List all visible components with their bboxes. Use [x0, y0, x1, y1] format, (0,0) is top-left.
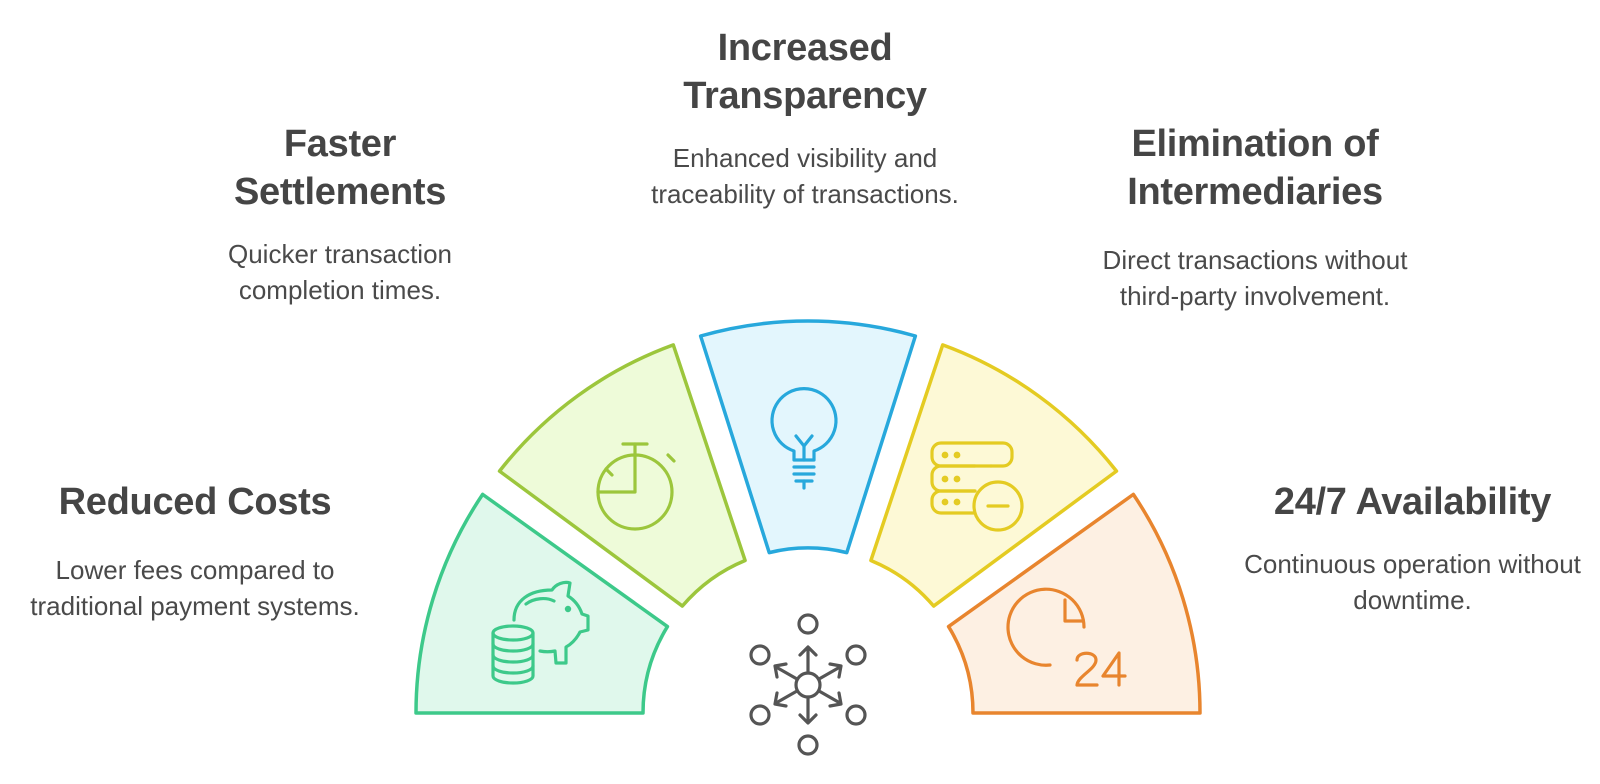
benefit-increased-transparency: Increased Transparency Enhanced visibili…	[620, 24, 990, 212]
benefit-description: Enhanced visibility and traceability of …	[651, 143, 959, 209]
benefit-title: Increased Transparency	[620, 24, 990, 120]
benefit-description: Continuous operation without downtime.	[1244, 549, 1581, 615]
benefit-title-line: Elimination of	[1131, 123, 1379, 165]
benefit-title-line: Faster	[283, 123, 397, 165]
benefit-title-line: Settlements	[233, 171, 447, 213]
server-remove-icon	[930, 441, 1024, 532]
benefit-title: Faster Settlements	[190, 120, 490, 216]
lightbulb-icon	[770, 387, 838, 490]
segment-faster-settlements	[497, 343, 747, 608]
clock-24-icon	[1006, 587, 1127, 687]
benefit-description: Lower fees compared to traditional payme…	[30, 555, 360, 621]
benefit-faster-settlements: Faster Settlements Quicker transaction c…	[190, 120, 490, 308]
segment-elimination-of-intermediaries	[869, 343, 1119, 608]
benefit-description: Direct transactions without third-party …	[1102, 245, 1408, 311]
benefit-reduced-costs: Reduced Costs Lower fees compared to tra…	[20, 478, 370, 624]
benefit-title-line: Transparency	[683, 75, 927, 117]
benefit-title-line: Intermediaries	[1127, 171, 1383, 213]
network-hub-icon	[749, 613, 867, 756]
benefit-title: Elimination of Intermediaries	[1100, 120, 1410, 216]
benefit-title-line: Increased	[717, 27, 893, 69]
benefit-title: 24/7 Availability	[1273, 481, 1552, 523]
benefit-title: Reduced Costs	[58, 481, 332, 523]
segment-reduced-costs	[414, 492, 670, 715]
benefit-24-7-availability: 24/7 Availability Continuous operation w…	[1235, 478, 1590, 618]
segment-increased-transparency	[698, 319, 918, 555]
benefit-elimination-of-intermediaries: Elimination of Intermediaries Direct tra…	[1100, 120, 1410, 314]
stopwatch-icon	[596, 442, 676, 531]
piggy-bank-coins-icon	[491, 580, 590, 685]
benefit-description: Quicker transaction completion times.	[228, 239, 452, 305]
